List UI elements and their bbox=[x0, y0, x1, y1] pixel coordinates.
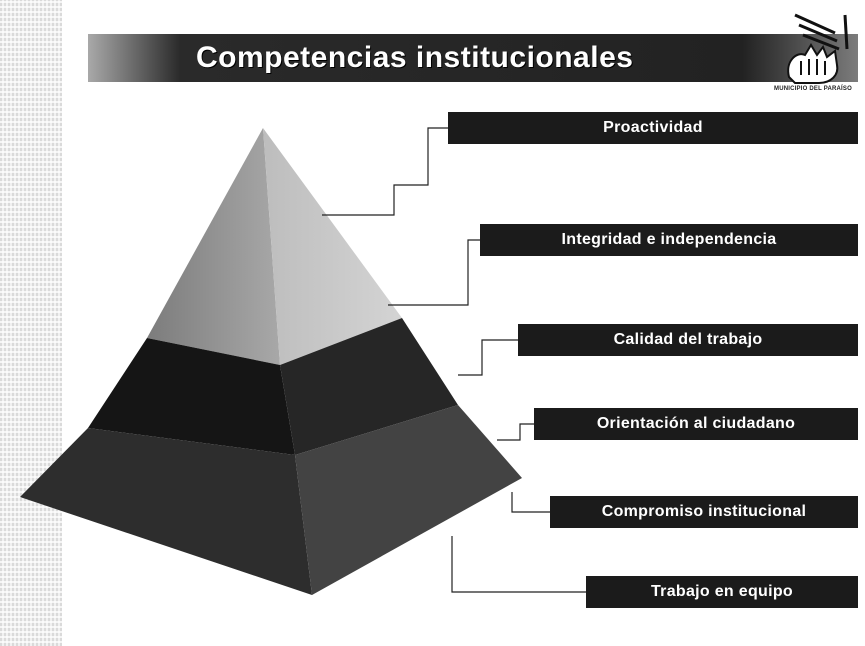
competencia-label: Trabajo en equipo bbox=[586, 576, 858, 608]
pyramid-middle-left-face bbox=[88, 338, 295, 455]
pyramid-bottom-right-face bbox=[295, 405, 522, 595]
pyramid-middle-right-face bbox=[280, 318, 458, 455]
connector-line bbox=[322, 127, 448, 216]
logo-caption: MUNICIPIO DEL PARAÍSO bbox=[774, 86, 852, 92]
connector-line bbox=[458, 339, 518, 376]
competencia-label: Proactividad bbox=[448, 112, 858, 144]
connector-line bbox=[451, 536, 586, 593]
competencia-label: Compromiso institucional bbox=[550, 496, 858, 528]
pyramid-top-right-face bbox=[263, 128, 402, 365]
connector-line bbox=[388, 239, 480, 306]
competencia-label: Orientación al ciudadano bbox=[534, 408, 858, 440]
sidebar-texture bbox=[0, 0, 62, 646]
connector-line bbox=[511, 492, 550, 513]
connector-line bbox=[497, 423, 534, 441]
hand-logo-icon bbox=[765, 5, 857, 93]
pyramid-bottom-left-face bbox=[20, 428, 312, 595]
competencia-label: Calidad del trabajo bbox=[518, 324, 858, 356]
competencia-label: Integridad e independencia bbox=[480, 224, 858, 256]
title-band bbox=[88, 34, 858, 82]
page-title: Competencias institucionales bbox=[196, 41, 634, 74]
pyramid-top-left-face bbox=[147, 128, 280, 365]
